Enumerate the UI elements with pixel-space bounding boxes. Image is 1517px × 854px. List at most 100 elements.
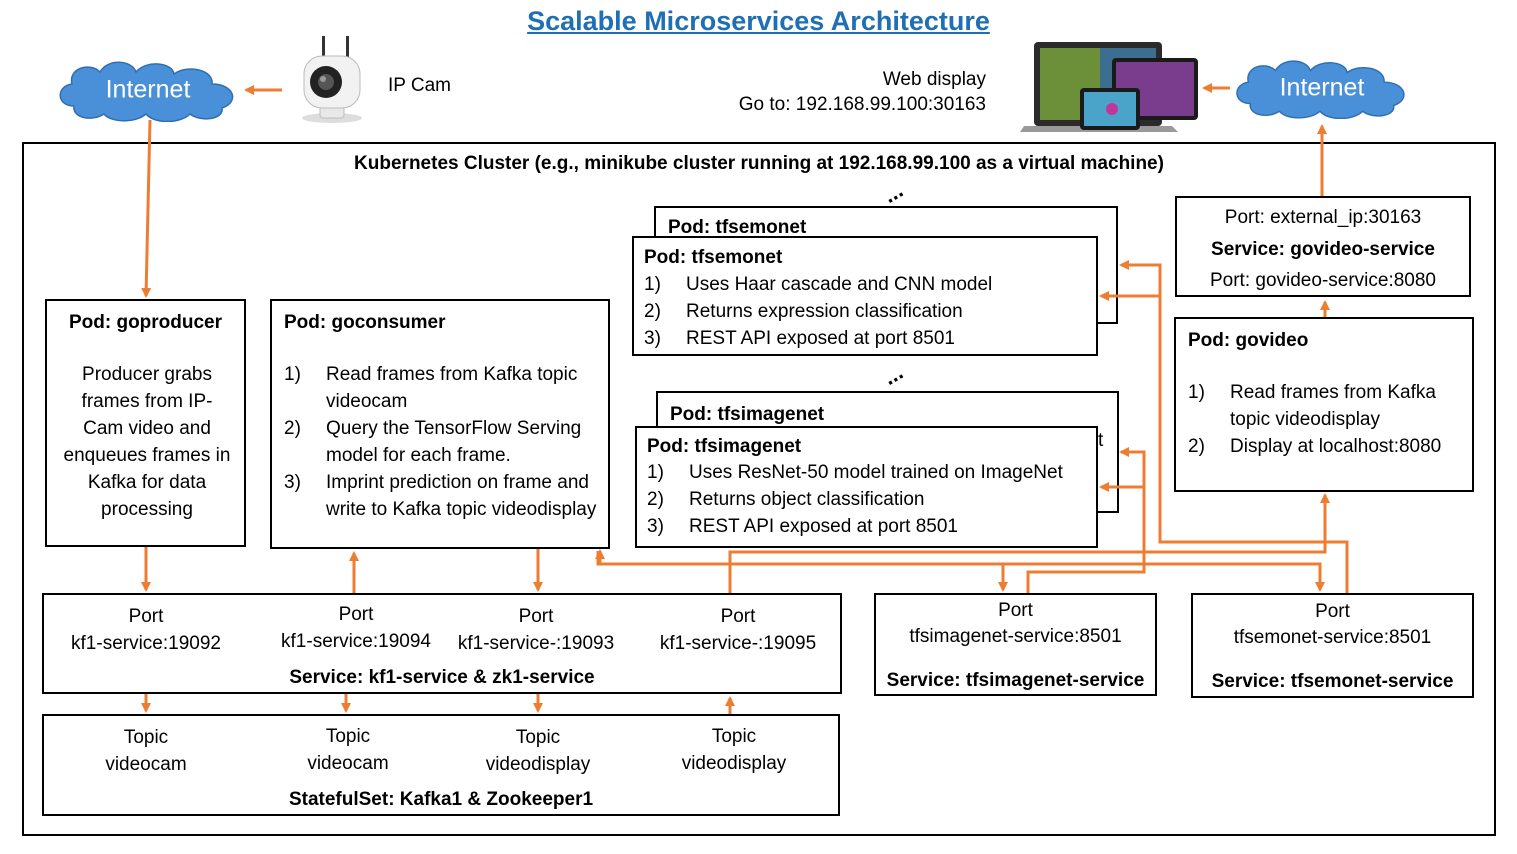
statefulset-kafka: Topic videocam Topic videocam Topic vide… bbox=[42, 714, 840, 816]
pod-tfsimagenet-replica-edge: t bbox=[1098, 430, 1104, 451]
item-number: 2) bbox=[1188, 436, 1205, 457]
list-item: 2) Returns object classification bbox=[647, 486, 1097, 513]
kafka-port-2: Port kf1-service:19094 bbox=[256, 601, 456, 655]
ip-camera-icon bbox=[292, 32, 372, 124]
pod-tfsemonet-list: 1) Uses Haar cascade and CNN model 2) Retu… bbox=[644, 271, 1094, 352]
list-item: 1) Uses ResNet-50 model trained on ImageN… bbox=[647, 459, 1097, 486]
list-item: 3) REST API exposed at port 8501 bbox=[647, 513, 1097, 540]
port-value: kf1-service:19094 bbox=[281, 631, 431, 652]
list-item: 3) Imprint prediction on frame and write … bbox=[284, 469, 602, 523]
kafka-port-1: Port kf1-service:19092 bbox=[46, 603, 246, 657]
pod-tfsemonet-replica-title: Pod: tfsemonet bbox=[668, 217, 807, 238]
port-value: kf1-service-:19093 bbox=[457, 633, 615, 654]
pod-goconsumer-title: Pod: goconsumer bbox=[284, 312, 446, 333]
topic-label: Topic bbox=[515, 727, 561, 748]
item-number: 3) bbox=[647, 516, 664, 537]
item-text: Display at localhost:8080 bbox=[1230, 436, 1442, 457]
internet-right-label: Internet bbox=[1279, 73, 1365, 102]
topic-value: videocam bbox=[105, 754, 187, 775]
statefulset-name: StatefulSet: Kafka1 & Zookeeper1 bbox=[288, 789, 594, 810]
pod-tfsemonet: Pod: tfsemonet 1) Uses Haar cascade and C… bbox=[632, 236, 1098, 356]
item-text: REST API exposed at port 8501 bbox=[686, 328, 955, 349]
kafka-port-4: Port kf1-service-:19095 bbox=[638, 603, 838, 657]
item-text: Returns expression classification bbox=[686, 301, 963, 322]
service-kafka: Port kf1-service:19092 Port kf1-service:… bbox=[42, 593, 842, 694]
web-display-line1: Web display bbox=[882, 69, 986, 90]
topic-value: videocam bbox=[307, 753, 389, 774]
item-number: 2) bbox=[644, 301, 661, 322]
kafka-port-3: Port kf1-service-:19093 bbox=[436, 603, 636, 657]
tfsimagenet-port-label: Port bbox=[998, 600, 1033, 621]
topic-2: Topic videocam bbox=[248, 723, 448, 777]
topic-value: videodisplay bbox=[485, 754, 591, 775]
cloud-icon bbox=[59, 61, 234, 122]
internet-left-label: Internet bbox=[105, 75, 191, 104]
item-number: 1) bbox=[1188, 382, 1205, 403]
kafka-service-name: Service: kf1-service & zk1-service bbox=[289, 667, 595, 688]
list-item: 3) REST API exposed at port 8501 bbox=[644, 325, 1094, 352]
item-number: 2) bbox=[647, 489, 664, 510]
port-value: kf1-service:19092 bbox=[71, 633, 221, 654]
item-text: Returns object classification bbox=[689, 489, 925, 510]
pod-tfsemonet-title: Pod: tfsemonet bbox=[644, 247, 783, 268]
port-label: Port bbox=[338, 604, 374, 625]
tfsimagenet-port-value: tfsimagenet-service:8501 bbox=[909, 626, 1122, 647]
pod-govideo-list: 1) Read frames from Kafka topic videodisp… bbox=[1188, 379, 1468, 460]
pod-govideo: Pod: govideo 1) Read frames from Kafka to… bbox=[1174, 317, 1474, 492]
item-text: Uses Haar cascade and CNN model bbox=[686, 274, 993, 295]
list-item: 1) Read frames from Kafka topic videocam bbox=[284, 361, 602, 415]
ipcam-label: IP Cam bbox=[388, 75, 452, 96]
item-number: 3) bbox=[284, 472, 301, 493]
topic-label: Topic bbox=[325, 726, 371, 747]
list-item: 2) Display at localhost:8080 bbox=[1188, 433, 1468, 460]
cluster-title: Kubernetes Cluster (e.g., minikube clust… bbox=[354, 153, 1164, 174]
pod-goconsumer-list: 1)Read frames from Kafka topic videocam … bbox=[284, 361, 602, 523]
govideo-port-internal: Port: govideo-service:8080 bbox=[1209, 270, 1436, 291]
govideo-port-external: Port: external_ip:30163 bbox=[1224, 207, 1422, 228]
port-value: kf1-service-:19095 bbox=[659, 633, 817, 654]
tfsemonet-port-label: Port bbox=[1315, 601, 1350, 622]
pod-tfsimagenet-replica-title: Pod: tfsimagenet bbox=[670, 404, 825, 425]
port-label: Port bbox=[518, 606, 554, 627]
item-number: 1) bbox=[647, 462, 664, 483]
service-govideo: Port: external_ip:30163 Service: govideo… bbox=[1175, 196, 1471, 297]
pod-goproducer: Pod: goproducer Producer grabs frames fr… bbox=[45, 299, 246, 547]
item-number: 2) bbox=[284, 418, 301, 439]
port-label: Port bbox=[128, 606, 164, 627]
service-tfsimagenet: Port tfsimagenet-service:8501 Service: t… bbox=[874, 593, 1157, 696]
item-text: Imprint prediction on frame and write to… bbox=[326, 472, 597, 520]
govideo-service-name: Service: govideo-service bbox=[1211, 239, 1435, 260]
topic-label: Topic bbox=[711, 726, 757, 747]
item-text: Read frames from Kafka topic videodispla… bbox=[1230, 382, 1436, 430]
item-text: Read frames from Kafka topic videocam bbox=[326, 364, 578, 412]
devices-icon bbox=[1020, 40, 1200, 134]
pod-goproducer-title: Pod: goproducer bbox=[68, 312, 223, 333]
topic-value: videodisplay bbox=[681, 753, 787, 774]
pod-govideo-title: Pod: govideo bbox=[1188, 330, 1309, 351]
list-item: 2) Query the TensorFlow Serving model for… bbox=[284, 415, 602, 469]
web-display-line2: Go to: 192.168.99.100:30163 bbox=[738, 94, 986, 115]
pod-tfsimagenet-list: 1) Uses ResNet-50 model trained on ImageN… bbox=[647, 459, 1097, 540]
list-item: 2) Returns expression classification bbox=[644, 298, 1094, 325]
cloud-icon bbox=[1236, 60, 1405, 119]
item-text: Uses ResNet-50 model trained on ImageNet bbox=[689, 462, 1063, 483]
pod-goproducer-body: Producer grabs frames from IP-Cam video … bbox=[63, 364, 231, 520]
item-text: Query the TensorFlow Serving model for e… bbox=[326, 418, 582, 466]
list-item: 1) Read frames from Kafka topic videodisp… bbox=[1188, 379, 1468, 433]
list-item: 1) Uses Haar cascade and CNN model bbox=[644, 271, 1094, 298]
port-label: Port bbox=[720, 606, 756, 627]
item-number: 3) bbox=[644, 328, 661, 349]
topic-1: Topic videocam bbox=[46, 724, 246, 778]
item-number: 1) bbox=[284, 364, 301, 385]
topic-3: Topic videodisplay bbox=[438, 724, 638, 778]
tfsemonet-port-value: tfsemonet-service:8501 bbox=[1233, 627, 1432, 648]
pod-tfsimagenet-title: Pod: tfsimagenet bbox=[647, 436, 802, 457]
internet-left-cloud: Internet bbox=[54, 58, 242, 122]
service-tfsemonet: Port tfsemonet-service:8501 Service: tfs… bbox=[1191, 593, 1474, 698]
item-number: 1) bbox=[644, 274, 661, 295]
pod-tfsimagenet: Pod: tfsimagenet 1) Uses ResNet-50 model … bbox=[635, 426, 1098, 548]
item-text: REST API exposed at port 8501 bbox=[689, 516, 958, 537]
pod-goconsumer: Pod: goconsumer 1) Read frames from Kafka… bbox=[270, 299, 610, 549]
topic-4: Topic videodisplay bbox=[634, 723, 834, 777]
topic-label: Topic bbox=[123, 727, 169, 748]
